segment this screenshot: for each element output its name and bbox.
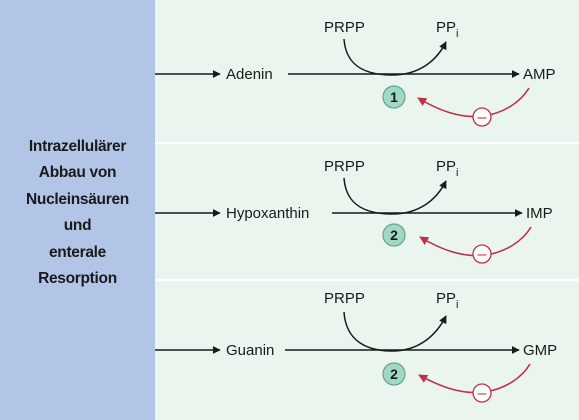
cosubstrate-label: PRPP (324, 158, 365, 175)
product-label: IMP (526, 205, 553, 222)
enzyme-marker (382, 85, 406, 109)
coproduct-subscript: i (456, 299, 458, 311)
source-label-line: Intrazellulärer (28, 137, 127, 155)
enzyme-marker (382, 223, 406, 247)
coproduct-text: PP (436, 158, 456, 175)
source-label-line: und (63, 217, 92, 234)
coproduct-text: PP (436, 290, 456, 307)
substrate-label: Hypoxanthin (226, 205, 309, 222)
coproduct-text: PP (436, 19, 456, 36)
product-label: AMP (523, 66, 556, 83)
enzyme-marker (382, 362, 406, 386)
coproduct-subscript: i (456, 167, 458, 179)
inhibition-marker (472, 383, 492, 403)
cosubstrate-label: PRPP (324, 290, 365, 307)
coproduct-label: PPi (436, 19, 458, 40)
inhibition-sign: – (478, 246, 487, 263)
enzyme-number: 2 (390, 366, 398, 382)
cosubstrate-label: PRPP (324, 19, 365, 36)
coproduct-subscript: i (456, 28, 458, 40)
reaction-row: Hypoxanthin PRPP PPi IMP 2 – (155, 158, 553, 264)
cosubstrate-arc (343, 311, 447, 352)
cosubstrate-arc (343, 38, 447, 76)
substrate-label: Adenin (226, 66, 273, 83)
inhibition-sign: – (478, 109, 487, 126)
source-label-line: Nucleinsäuren (26, 190, 129, 208)
coproduct-label: PPi (436, 290, 458, 311)
source-label: Intrazellulärer Abbau von Nucleinsäuren … (26, 128, 129, 293)
inhibition-marker (472, 107, 492, 127)
reaction-row: Adenin PRPP PPi AMP 1 – (155, 19, 556, 127)
source-label-line: Resorption (38, 270, 117, 287)
cosubstrate-arc (343, 177, 447, 215)
source-panel: Intrazellulärer Abbau von Nucleinsäuren … (0, 0, 155, 420)
substrate-label: Guanin (226, 342, 274, 359)
enzyme-number: 2 (390, 227, 398, 243)
inhibition-marker (472, 244, 492, 264)
inhibition-sign: – (478, 385, 487, 402)
feedback-inhibition-arrow (417, 87, 530, 118)
enzyme-number: 1 (390, 89, 398, 105)
reaction-row: Guanin PRPP PPi GMP 2 – (155, 290, 557, 403)
coproduct-label: PPi (436, 158, 458, 179)
source-label-line: enterale (48, 243, 107, 261)
source-label-line: Abbau von (38, 164, 117, 181)
product-label: GMP (523, 342, 557, 359)
